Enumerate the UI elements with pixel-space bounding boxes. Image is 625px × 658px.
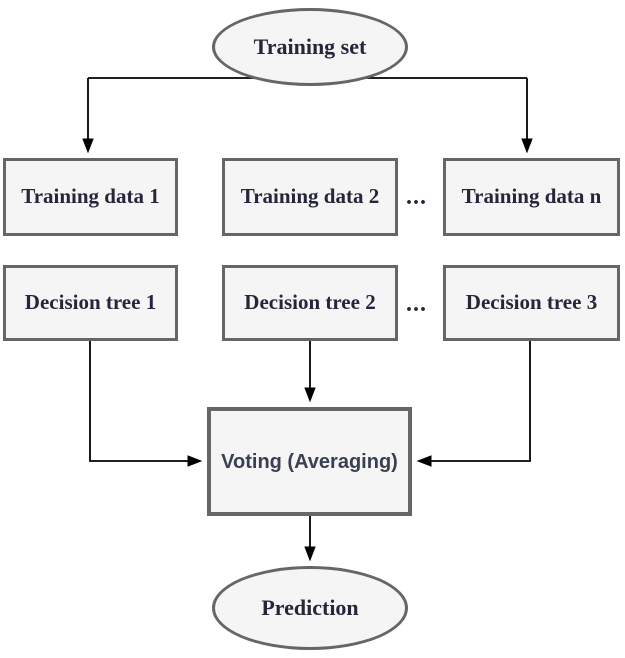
node-voting-averaging: Voting (Averaging) — [207, 407, 412, 516]
node-training-set-label: Training set — [253, 33, 367, 59]
node-voting-averaging-label: Voting (Averaging) — [221, 450, 398, 473]
node-decision-tree-3: Decision tree 3 — [443, 265, 620, 341]
node-decision-tree-1: Decision tree 1 — [3, 265, 178, 341]
node-decision-tree-2: Decision tree 2 — [222, 265, 398, 341]
ellipsis-training-row: ... — [406, 184, 427, 210]
node-training-data-2: Training data 2 — [222, 158, 398, 236]
node-decision-tree-2-label: Decision tree 2 — [244, 290, 376, 315]
edge-dt3-to-voting — [416, 341, 531, 467]
node-training-data-2-label: Training data 2 — [240, 184, 380, 209]
node-decision-tree-1-label: Decision tree 1 — [24, 290, 157, 315]
node-training-set: Training set — [212, 8, 408, 86]
node-training-data-1: Training data 1 — [3, 158, 178, 236]
node-prediction: Prediction — [212, 566, 408, 650]
node-decision-tree-3-label: Decision tree 3 — [465, 290, 598, 315]
node-training-data-1-label: Training data 1 — [21, 184, 160, 209]
node-prediction-label: Prediction — [261, 594, 359, 620]
ellipsis-decision-row: ... — [406, 291, 427, 317]
edge-dt1-to-voting — [89, 341, 203, 467]
node-training-data-n: Training data n — [443, 158, 620, 236]
node-training-data-n-label: Training data n — [461, 184, 602, 209]
